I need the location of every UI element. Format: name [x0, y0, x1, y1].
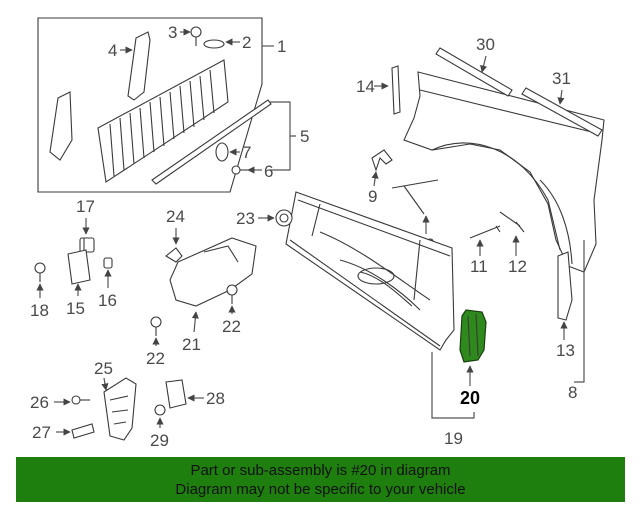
strip-14[interactable] [391, 65, 401, 115]
callout-5[interactable]: 5 [300, 127, 309, 146]
tailgate-ribs [109, 69, 215, 177]
clip-2[interactable] [203, 39, 225, 49]
callout-2[interactable]: 2 [242, 33, 251, 52]
tailgate-panel[interactable] [97, 59, 229, 183]
callout-7[interactable]: 7 [242, 143, 251, 162]
handle-bracket[interactable] [127, 31, 151, 101]
rail-cap-31[interactable] [521, 87, 603, 137]
bolt-22-right[interactable] [226, 284, 238, 304]
callout-20[interactable]: 20 [460, 388, 480, 408]
callout-3[interactable]: 3 [168, 23, 177, 42]
callout-11[interactable]: 11 [470, 257, 488, 276]
callout-24[interactable]: 24 [166, 207, 185, 226]
callout-15[interactable]: 15 [66, 299, 85, 318]
exploded-view: 1 2 3 4 5 6 7 30 31 14 9 10 11 12 13 8 [30, 17, 605, 450]
bracket-11[interactable] [469, 225, 501, 239]
callout-31[interactable]: 31 [552, 69, 571, 88]
grommet-23[interactable] [275, 209, 293, 227]
callout-14[interactable]: 14 [356, 77, 375, 96]
info-banner-line-1: Part or sub-assembly is #20 in diagram [190, 462, 451, 479]
callout-1[interactable]: 1 [277, 37, 286, 56]
callout-19[interactable]: 19 [444, 429, 463, 448]
info-banner-line-2: Diagram may not be specific to your vehi… [175, 481, 466, 498]
clip-24[interactable] [165, 247, 183, 263]
tailgate-inset-box [37, 17, 263, 193]
callout-17[interactable]: 17 [76, 197, 95, 216]
callout-26[interactable]: 26 [30, 393, 49, 412]
callout-30[interactable]: 30 [476, 35, 495, 54]
plug-16[interactable] [103, 257, 113, 269]
o-ring-7[interactable] [215, 142, 229, 162]
callout-22-right[interactable]: 22 [222, 317, 241, 336]
plate-15[interactable] [67, 249, 91, 285]
pin-27[interactable] [71, 423, 95, 439]
callout-8[interactable]: 8 [568, 383, 577, 402]
callout-13[interactable]: 13 [556, 341, 575, 360]
seal-strip[interactable] [151, 99, 272, 185]
parts-diagram: 1 2 3 4 5 6 7 30 31 14 9 10 11 12 13 8 [30, 17, 605, 450]
bolt-26[interactable] [71, 395, 90, 405]
bolt-22-left[interactable] [150, 316, 162, 336]
callout-18[interactable]: 18 [30, 301, 49, 320]
callout-27[interactable]: 27 [32, 423, 51, 442]
clip-17[interactable] [79, 237, 95, 253]
tailgate-end-cap[interactable] [49, 91, 73, 161]
callout-16[interactable]: 16 [98, 291, 117, 310]
brace-10[interactable] [391, 179, 439, 215]
highlighted-part-20[interactable] [459, 309, 487, 363]
bolt-3[interactable] [190, 26, 202, 46]
reinforcement-13[interactable] [557, 251, 573, 321]
callout-12[interactable]: 12 [508, 257, 527, 276]
bed-side-panel[interactable] [403, 71, 605, 273]
callout-21[interactable]: 21 [182, 335, 201, 354]
screw-18[interactable] [34, 262, 46, 282]
callout-9[interactable]: 9 [368, 187, 377, 206]
callout-25[interactable]: 25 [94, 359, 113, 378]
rail-cap-30[interactable] [435, 47, 513, 97]
tailgate-group[interactable] [37, 17, 272, 193]
bracket-9[interactable] [371, 149, 393, 172]
front-bed-panel[interactable] [285, 191, 455, 351]
callout-22-left[interactable]: 22 [146, 349, 165, 368]
bracket-28[interactable] [165, 379, 187, 409]
callout-28[interactable]: 28 [206, 389, 225, 408]
clip-29[interactable] [154, 404, 166, 416]
callout-23[interactable]: 23 [236, 209, 255, 228]
screw-6[interactable] [231, 165, 248, 175]
callout-29[interactable]: 29 [150, 431, 169, 450]
callout-4[interactable]: 4 [108, 41, 117, 60]
bracket-21[interactable] [169, 237, 257, 307]
info-banner: Part or sub-assembly is #20 in diagram D… [16, 457, 625, 502]
bracket-25[interactable] [103, 377, 137, 441]
bracket-12[interactable] [499, 211, 525, 233]
callout-6[interactable]: 6 [264, 162, 273, 181]
